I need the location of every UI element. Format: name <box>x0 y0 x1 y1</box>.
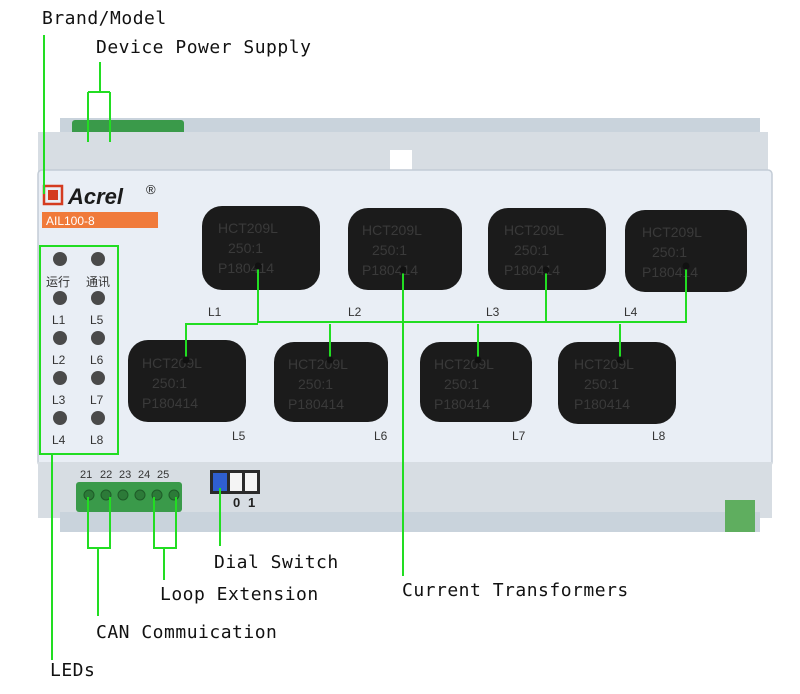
ct-bottom-4: HCT209L 250:1 P180414 <box>558 342 676 424</box>
led-label-l5: L5 <box>90 313 104 327</box>
svg-text:HCT209L: HCT209L <box>142 355 202 371</box>
led-l4 <box>53 411 67 425</box>
bottom-terminal-num-25: 25 <box>157 469 169 481</box>
model-name: AIL100-8 <box>46 214 95 228</box>
model-badge <box>42 212 158 228</box>
svg-text:250:1: 250:1 <box>298 376 333 392</box>
bottom-green-strip <box>725 500 755 532</box>
ct-label-top-l4: L4 <box>624 305 638 319</box>
dial-label-1: 1 <box>248 495 255 510</box>
ct-label-top-l3: L3 <box>486 305 500 319</box>
svg-text:P180414: P180414 <box>574 396 630 412</box>
dial-switch-slot-2 <box>230 473 242 491</box>
acrel-logo-icon <box>42 184 64 206</box>
svg-text:P180414: P180414 <box>142 395 198 411</box>
svg-text:250:1: 250:1 <box>228 240 263 256</box>
leader-can <box>87 497 111 616</box>
ct-top-3: HCT209L 250:1 P180414 <box>488 208 606 290</box>
svg-text:HCT209L: HCT209L <box>288 356 348 372</box>
led-l3 <box>53 371 67 385</box>
svg-text:250:1: 250:1 <box>584 376 619 392</box>
svg-text:P180414: P180414 <box>642 264 698 280</box>
callout-leds: LEDs <box>50 660 96 681</box>
led-l2 <box>53 331 67 345</box>
ct-label-top-l2: L2 <box>348 305 362 319</box>
svg-text:P180414: P180414 <box>288 396 344 412</box>
svg-text:250:1: 250:1 <box>372 242 407 258</box>
ct-top-4: HCT209L 250:1 P180414 <box>625 210 747 292</box>
leader-power <box>87 62 111 142</box>
led-l5 <box>91 291 105 305</box>
bottom-terminal-num-21: 21 <box>80 469 92 481</box>
svg-text:P180414: P180414 <box>434 396 490 412</box>
led-label-run: 运行 <box>46 275 70 289</box>
svg-text:250:1: 250:1 <box>514 242 549 258</box>
svg-text:250:1: 250:1 <box>652 244 687 260</box>
leader-lines <box>39 35 687 660</box>
led-l1 <box>53 291 67 305</box>
led-label-l1: L1 <box>52 313 66 327</box>
svg-text:250:1: 250:1 <box>152 375 187 391</box>
svg-text:P180414: P180414 <box>504 262 560 278</box>
bottom-terminal-num-23: 23 <box>119 469 131 481</box>
led-l6 <box>91 331 105 345</box>
led-label-l7: L7 <box>90 393 104 407</box>
leader-ct-bus <box>185 266 687 360</box>
led-label-comm: 通讯 <box>86 275 110 289</box>
bottom-terminal-num-22: 22 <box>100 469 112 481</box>
callout-loop-extension: Loop Extension <box>160 584 319 605</box>
dial-switch-slot-3 <box>245 473 257 491</box>
svg-text:250:1: 250:1 <box>444 376 479 392</box>
ct-top-1: HCT209L 250:1 P180414 <box>202 206 320 290</box>
callout-dial-switch: Dial Switch <box>214 552 339 573</box>
led-l7 <box>91 371 105 385</box>
ct-label-bottom-l5: L5 <box>232 429 246 443</box>
led-label-l3: L3 <box>52 393 66 407</box>
ct-label-bottom-l7: L7 <box>512 429 526 443</box>
bottom-terminal-num-24: 24 <box>138 469 150 481</box>
svg-text:HCT209L: HCT209L <box>574 356 634 372</box>
led-label-l4: L4 <box>52 433 66 447</box>
led-indicators <box>53 252 105 425</box>
svg-text:P180414: P180414 <box>362 262 418 278</box>
led-l8 <box>91 411 105 425</box>
ct-label-bottom-l8: L8 <box>652 429 666 443</box>
registered-mark: ® <box>146 182 156 197</box>
leader-loop <box>153 497 177 580</box>
callout-current-transformers: Current Transformers <box>402 580 629 601</box>
brand-name: Acrel <box>67 184 124 209</box>
svg-text:P180414: P180414 <box>218 260 274 276</box>
dial-switch-blue-lever <box>213 473 227 491</box>
callout-device-power-supply: Device Power Supply <box>96 37 312 58</box>
ct-bottom-3: HCT209L 250:1 P180414 <box>420 342 532 422</box>
ct-label-bottom-l6: L6 <box>374 429 388 443</box>
led-label-l6: L6 <box>90 353 104 367</box>
svg-text:HCT209L: HCT209L <box>504 222 564 238</box>
bottom-din-rail <box>60 512 760 532</box>
led-label-l2: L2 <box>52 353 66 367</box>
svg-text:HCT209L: HCT209L <box>434 356 494 372</box>
led-label-l8: L8 <box>90 433 104 447</box>
svg-text:HCT209L: HCT209L <box>362 222 422 238</box>
leader-dots <box>182 262 690 364</box>
ct-label-top-l1: L1 <box>208 305 222 319</box>
led-comm <box>91 252 105 266</box>
callout-can-communication: CAN Commuication <box>96 622 278 643</box>
bottom-terminal-block <box>76 482 182 512</box>
svg-text:HCT209L: HCT209L <box>642 224 702 240</box>
svg-text:HCT209L: HCT209L <box>218 220 278 236</box>
leader-led-box <box>39 245 119 455</box>
ct-top-2: HCT209L 250:1 P180414 <box>348 208 462 290</box>
callout-brand-model: Brand/Model <box>42 8 167 29</box>
dial-label-0: 0 <box>233 495 240 510</box>
led-run <box>53 252 67 266</box>
